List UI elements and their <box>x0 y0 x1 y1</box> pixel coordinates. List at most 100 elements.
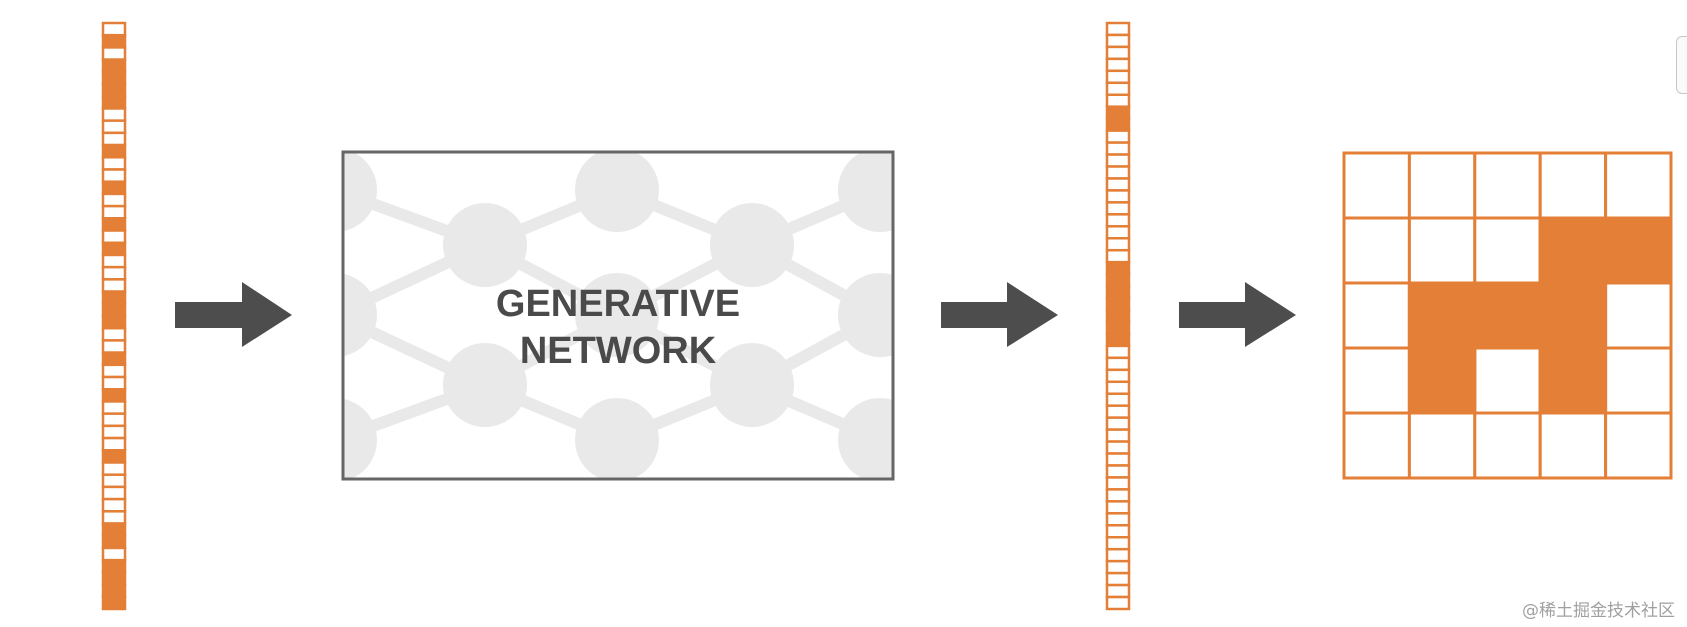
input-vector-cell <box>101 192 127 208</box>
generative-network-box: GENERATIVE NETWORK <box>341 150 895 481</box>
output-vector-cell <box>1105 225 1131 240</box>
output-vector-cell <box>1105 512 1131 527</box>
output-vector-cell <box>1105 296 1131 312</box>
input-vector-cell <box>101 326 127 342</box>
output-vector-cell <box>1105 368 1131 384</box>
output-pixel <box>1342 411 1411 480</box>
output-pixel <box>1473 346 1542 415</box>
output-vector-cell <box>1105 356 1131 372</box>
input-vector-cell <box>101 278 127 293</box>
output-vector-cell <box>1105 201 1131 216</box>
output-vector-cell <box>1105 380 1131 395</box>
output-vector-cell <box>1105 57 1131 73</box>
output-vector-cell <box>1105 583 1131 599</box>
page-edge-handle <box>1676 36 1687 94</box>
input-vector-cell <box>101 546 127 562</box>
network-node <box>443 343 527 427</box>
input-vector-cell <box>101 58 127 74</box>
input-vector-cell <box>101 21 127 37</box>
output-vector-cell <box>1105 45 1131 61</box>
output-vector-cell <box>1105 524 1131 539</box>
input-vector-cell <box>101 82 127 98</box>
input-vector-cell <box>101 119 127 135</box>
output-vector-cell <box>1105 93 1131 108</box>
output-pixel <box>1538 151 1608 220</box>
input-vector-cell <box>101 241 127 257</box>
output-pixel <box>1407 151 1477 220</box>
output-vector-cell <box>1105 69 1131 85</box>
output-vector-cell <box>1105 595 1131 611</box>
input-vector-cell <box>101 70 127 86</box>
output-vector-cell <box>1105 141 1131 156</box>
input-vector-cell <box>101 375 127 391</box>
input-vector-cell <box>101 473 127 489</box>
output-vector-cell <box>1105 488 1131 503</box>
network-box-border <box>341 150 895 481</box>
output-vector-cell <box>1105 428 1131 443</box>
input-vector-cell <box>101 156 127 171</box>
input-vector-cell <box>101 217 127 232</box>
output-vector-cell <box>1105 344 1131 360</box>
input-vector-cell <box>101 534 127 550</box>
output-pixel-fill <box>1538 281 1608 350</box>
input-vector-cell <box>101 461 127 476</box>
output-pixel <box>1604 411 1673 480</box>
output-vector-cell <box>1105 272 1131 288</box>
input-vector-cell <box>101 424 127 440</box>
output-vector-cell <box>1105 308 1131 324</box>
output-pixel-fill <box>1473 281 1542 350</box>
output-pixel-fill <box>1407 346 1477 415</box>
output-vector-cell <box>1105 284 1131 300</box>
input-vector-cell <box>101 363 127 379</box>
output-vector-cell <box>1105 547 1131 563</box>
output-vector-cell <box>1105 392 1131 407</box>
input-vector-cell <box>101 595 127 611</box>
network-node <box>838 152 893 232</box>
output-pixel <box>1538 411 1608 480</box>
output-vector-cell <box>1105 559 1131 575</box>
input-vector-cell <box>101 351 127 367</box>
network-node <box>838 398 893 479</box>
input-vector-cell <box>101 290 127 306</box>
output-vector-cell <box>1105 320 1131 336</box>
input-vector-cell <box>101 253 127 269</box>
network-node <box>343 398 377 479</box>
input-vector-cell <box>101 143 127 159</box>
output-pixel <box>1342 346 1411 415</box>
input-vector-cell <box>101 412 127 428</box>
input-vector-cell <box>101 510 127 525</box>
output-vector-cell <box>1105 129 1131 144</box>
output-vector-cell <box>1105 21 1131 37</box>
input-vector-cell <box>101 229 127 245</box>
input-vector-cell <box>101 449 127 464</box>
output-vector-cell <box>1105 464 1131 479</box>
output-vector-cell <box>1105 332 1131 348</box>
network-node <box>443 203 527 287</box>
output-pixel <box>1473 216 1542 285</box>
input-vector-cell <box>101 558 127 574</box>
output-pixel <box>1604 151 1673 220</box>
input-vector-cell <box>101 400 127 415</box>
output-vector-cell <box>1105 404 1131 419</box>
input-vector-cell <box>101 497 127 513</box>
output-vector-cell <box>1105 177 1131 192</box>
input-vector-cell <box>101 131 127 147</box>
output-pixel-fill <box>1407 281 1477 350</box>
output-image-grid <box>1342 151 1673 480</box>
output-pixel-fill <box>1538 216 1608 285</box>
output-vector-cell <box>1105 571 1131 587</box>
input-vector-cell <box>101 339 127 354</box>
output-vector-cell <box>1105 189 1131 204</box>
input-vector-cell <box>101 436 127 452</box>
output-pixel-fill <box>1538 346 1608 415</box>
network-node <box>343 273 377 357</box>
input-vector-cell <box>101 485 127 501</box>
input-vector-cell <box>101 388 127 403</box>
input-vector-cell <box>101 204 127 220</box>
output-pixel <box>1407 411 1477 480</box>
input-vector-cell <box>101 583 127 599</box>
output-vector-cell <box>1105 33 1131 49</box>
output-vector-cell <box>1105 153 1131 168</box>
input-vector-cell <box>101 168 127 183</box>
